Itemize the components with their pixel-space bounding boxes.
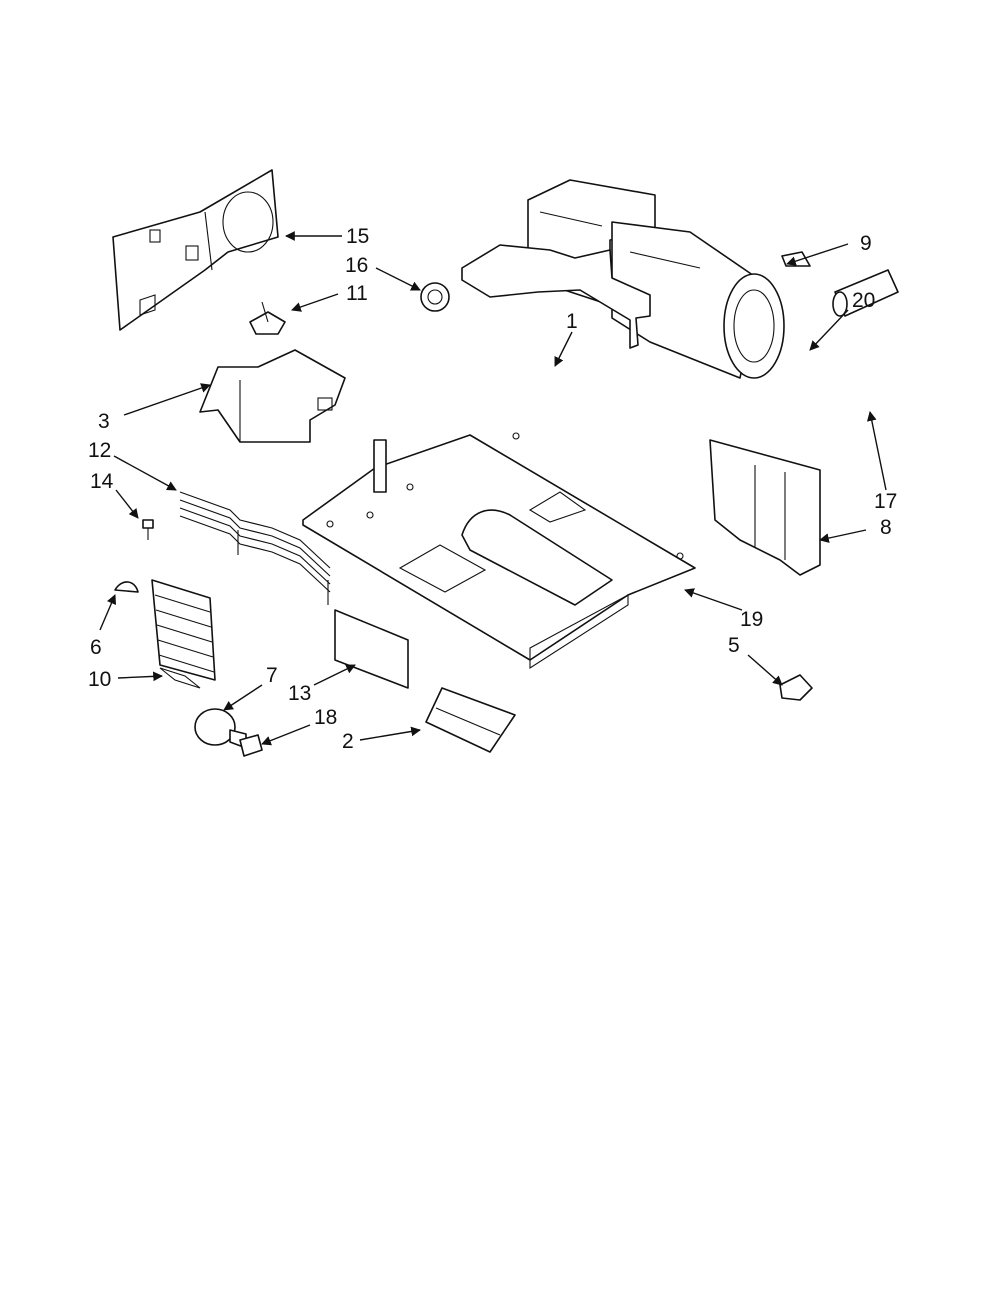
callout-9: 9 bbox=[860, 232, 872, 255]
leader-20 bbox=[809, 309, 849, 351]
leader-6 bbox=[99, 594, 117, 631]
leader-19 bbox=[684, 588, 743, 611]
leader-1 bbox=[554, 331, 573, 367]
leader-13 bbox=[313, 664, 356, 686]
leader-10 bbox=[117, 671, 163, 682]
callout-3: 3 bbox=[98, 410, 110, 433]
part-8-side-panel[interactable] bbox=[709, 439, 821, 576]
leader-14 bbox=[115, 489, 139, 519]
callout-12: 12 bbox=[88, 439, 111, 462]
part-1-plate[interactable] bbox=[461, 244, 651, 349]
part-6-lens[interactable] bbox=[114, 581, 139, 593]
leader-17 bbox=[866, 411, 887, 491]
part-2-cover[interactable] bbox=[425, 687, 516, 753]
part-14-screw[interactable] bbox=[142, 519, 154, 540]
part-7-bulb[interactable] bbox=[194, 708, 247, 749]
part-18-socket[interactable] bbox=[239, 734, 263, 757]
leader-5 bbox=[747, 654, 783, 686]
callout-14: 14 bbox=[90, 470, 114, 493]
callout-19: 19 bbox=[740, 608, 763, 631]
callout-15: 15 bbox=[346, 225, 369, 248]
callout-6: 6 bbox=[90, 636, 102, 659]
callout-20: 20 bbox=[852, 289, 875, 312]
part-5-clip[interactable] bbox=[779, 674, 813, 701]
leader-7 bbox=[223, 684, 263, 711]
leader-8 bbox=[819, 529, 867, 543]
leader-9 bbox=[786, 243, 849, 266]
callout-13: 13 bbox=[288, 682, 311, 705]
leader-lines bbox=[99, 231, 887, 746]
leader-18 bbox=[261, 724, 311, 746]
callout-10: 10 bbox=[88, 668, 111, 691]
callout-7: 7 bbox=[266, 664, 278, 687]
part-17-capacitor[interactable] bbox=[832, 269, 899, 317]
callout-2: 2 bbox=[342, 730, 354, 753]
callout-labels: 15 16 11 9 20 1 3 12 14 17 8 19 6 5 7 10… bbox=[88, 225, 897, 753]
leader-3 bbox=[123, 383, 211, 416]
callout-11: 11 bbox=[346, 282, 368, 305]
part-13-label-plate[interactable] bbox=[334, 609, 409, 689]
part-19-base-panel[interactable] bbox=[302, 432, 696, 670]
callout-17: 17 bbox=[874, 490, 897, 513]
leader-11 bbox=[291, 293, 339, 312]
callout-5: 5 bbox=[728, 634, 740, 657]
part-10-grille[interactable] bbox=[151, 579, 216, 689]
part-3-duct[interactable] bbox=[199, 349, 346, 443]
leader-16 bbox=[375, 267, 421, 291]
callout-1: 1 bbox=[566, 310, 578, 333]
callout-16: 16 bbox=[345, 254, 368, 277]
part-15-shroud-panel[interactable] bbox=[112, 169, 279, 331]
callout-18: 18 bbox=[314, 706, 337, 729]
leader-2 bbox=[359, 726, 421, 741]
callout-8: 8 bbox=[880, 516, 892, 539]
part-12-heating-element[interactable] bbox=[179, 491, 331, 605]
part-11-clip[interactable] bbox=[249, 301, 286, 335]
part-20-bracket[interactable] bbox=[781, 251, 811, 267]
leader-12 bbox=[113, 455, 177, 491]
part-16-motor-component[interactable] bbox=[420, 282, 450, 312]
